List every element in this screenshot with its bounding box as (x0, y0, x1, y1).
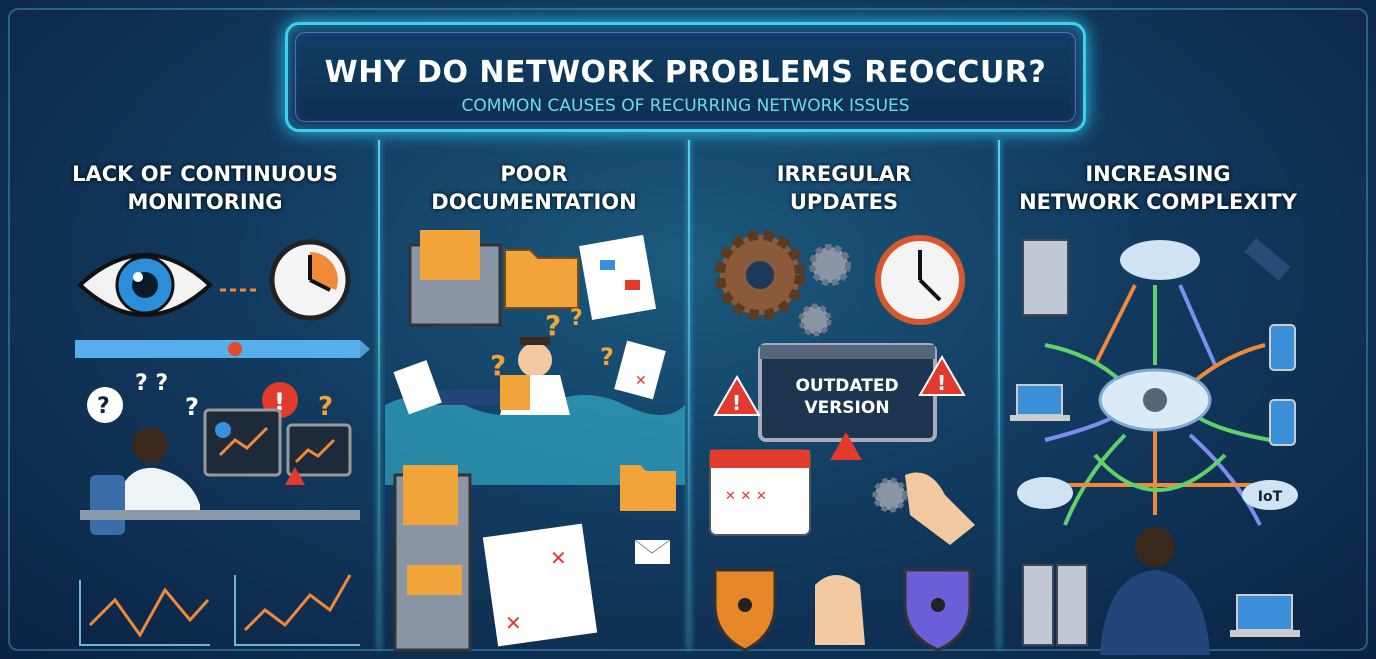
broken-shield-icon (713, 568, 777, 652)
server-icon (1022, 239, 1069, 316)
title-line: DOCUMENTATION (431, 190, 637, 214)
gear-icon (798, 303, 832, 337)
flowchart-document-icon (579, 234, 657, 320)
gear-icon (872, 477, 908, 513)
version-label: VERSION (804, 398, 889, 418)
svg-text:✕: ✕ (505, 611, 522, 635)
title-line: IRREGULAR (776, 162, 912, 186)
svg-text:?: ? (185, 393, 199, 421)
satellite-icon (1244, 237, 1291, 281)
complexity-illustration: IoT (1010, 237, 1300, 655)
desk (80, 510, 360, 520)
person-back-view (1100, 527, 1210, 655)
server-rack-icon (1022, 564, 1088, 646)
outer-frame (8, 8, 1368, 651)
outdated-label: OUTDATED (795, 376, 898, 396)
monitor-screen (203, 408, 282, 477)
envelope-icon (634, 539, 671, 564)
hand-icon (905, 472, 975, 545)
svg-text:?: ? (570, 306, 583, 331)
iot-cloud: IoT (1242, 480, 1298, 510)
notepad-icon: ✕✕ (482, 523, 598, 647)
title-line: NETWORK COMPLEXITY (1019, 190, 1297, 214)
svg-text:!: ! (937, 371, 946, 395)
file-cabinet-icon (408, 230, 502, 327)
document-icon (393, 360, 442, 415)
smartphone-icon (1269, 324, 1296, 371)
folder-icon (620, 465, 676, 511)
title-line: INCREASING (1085, 162, 1231, 186)
cloud-icon (1017, 477, 1073, 509)
panel-title-monitoring: LACK OF CONTINUOUS MONITORING (40, 160, 370, 216)
warning-icon (285, 467, 305, 485)
line-chart-left (79, 580, 210, 646)
calendar-icon: ✕ ✕ ✕ (709, 449, 811, 536)
svg-text:!: ! (274, 388, 285, 416)
question-bubble-icon: ? (87, 387, 123, 423)
warning-icon: ! (918, 355, 966, 396)
iot-label: IoT (1258, 489, 1283, 505)
header-banner: WHY DO NETWORK PROBLEMS REOCCUR? COMMON … (285, 22, 1086, 132)
svg-text:✕: ✕ (635, 373, 647, 389)
drowning-person (430, 337, 570, 415)
central-cloud-gear-icon (1098, 368, 1212, 432)
file-cabinet-icon (393, 465, 472, 652)
smartphone-icon (1269, 399, 1296, 446)
gear-icon (809, 244, 851, 286)
monitoring-illustration: ? ? ?? ! ? (75, 239, 370, 646)
timeline-arrows (75, 340, 370, 358)
line-chart-right (234, 574, 360, 646)
title-line: MONITORING (127, 190, 283, 214)
clock-icon (875, 235, 965, 325)
svg-text:?: ? (97, 394, 110, 419)
warning-icon (830, 432, 862, 460)
svg-text:?: ? (318, 392, 333, 422)
title-line: POOR (500, 162, 568, 186)
folder-icon (504, 249, 579, 309)
title-line: LACK OF CONTINUOUS (72, 162, 338, 186)
panel-divider (688, 140, 690, 649)
svg-text:?: ? (545, 309, 561, 342)
panel-title-documentation: POOR DOCUMENTATION (380, 160, 688, 216)
monitor-screen (286, 423, 352, 477)
panel-title-complexity: INCREASING NETWORK COMPLEXITY (1000, 160, 1316, 216)
svg-text:? ?: ? ? (135, 371, 168, 396)
svg-text:✕: ✕ (550, 546, 567, 570)
rusty-gear-icon (715, 230, 805, 320)
eye-icon (77, 253, 213, 317)
documentation-illustration: ?? ?? ✕ ✕✕ (385, 230, 685, 652)
svg-text:?: ? (490, 349, 506, 382)
svg-text:✕ ✕ ✕: ✕ ✕ ✕ (725, 489, 767, 504)
panel-divider (998, 140, 1000, 649)
water-waves (385, 395, 685, 485)
svg-text:!: ! (732, 391, 741, 415)
document-icon: ✕ (614, 340, 666, 400)
panel-title-updates: IRREGULAR UPDATES (690, 160, 998, 216)
laptop-icon (1010, 384, 1070, 421)
broken-shield-icon (903, 568, 972, 652)
outdated-window: OUTDATED VERSION (758, 343, 937, 442)
hand-icon (815, 575, 865, 645)
laptop-icon (1230, 594, 1300, 637)
clock-icon (269, 239, 351, 321)
warning-icon: ! (713, 375, 761, 416)
cloud-wifi-icon (1120, 240, 1200, 280)
page-title: WHY DO NETWORK PROBLEMS REOCCUR? (324, 55, 1047, 90)
page-subtitle: COMMON CAUSES OF RECURRING NETWORK ISSUE… (461, 96, 910, 116)
svg-text:?: ? (600, 343, 614, 371)
panel-divider (378, 140, 380, 649)
title-line: UPDATES (789, 190, 899, 214)
updates-illustration: OUTDATED VERSION ! ! ✕ ✕ ✕ (709, 230, 975, 652)
